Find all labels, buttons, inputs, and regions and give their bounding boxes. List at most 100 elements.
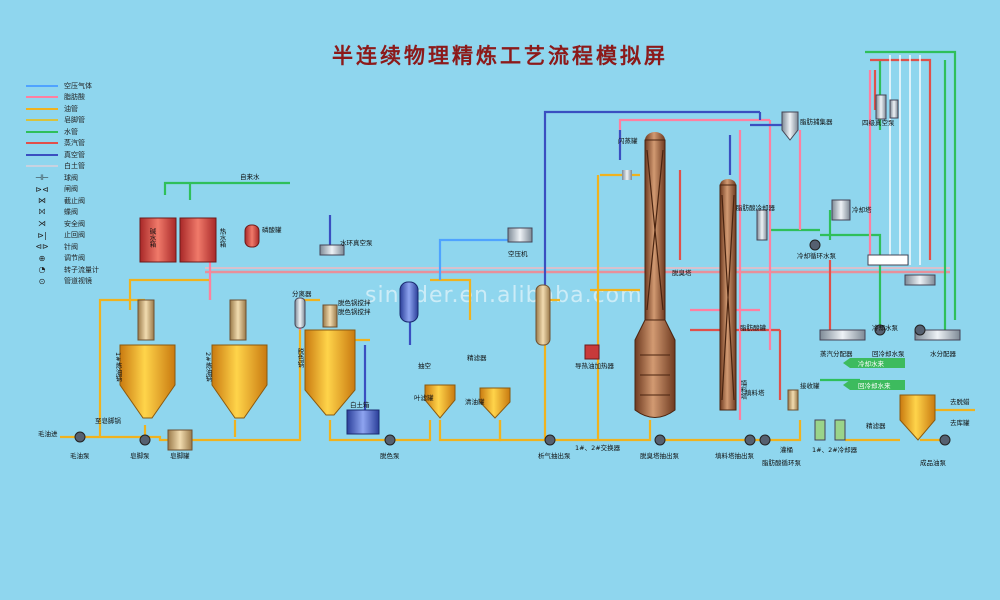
legend-item: 皂脚管 xyxy=(26,115,136,127)
label-decolor-stir: 脱色锅搅拌 xyxy=(338,298,371,307)
label-go-dewax: 去脱蜡 xyxy=(950,397,970,406)
legend-label: 转子流量计 xyxy=(64,265,99,274)
deodor-tower xyxy=(634,132,676,418)
valve-symbol-icon: ◔ xyxy=(38,265,46,275)
legend-label: 闸阀 xyxy=(64,185,78,194)
label-fatty-acid-pump: 脂肪酸循环泵 xyxy=(762,458,802,467)
label-fatty-acid-catcher: 脂肪捕集器 xyxy=(800,117,833,126)
label-leaf-filter: 叶滤罐 xyxy=(414,393,434,402)
label-decolor-pot: 脱色锅 xyxy=(296,347,304,369)
label-cooling-pump: 冷却循环水泵 xyxy=(797,251,837,260)
label-water-ring-pump: 水环真空泵 xyxy=(340,238,373,247)
decolor-pot xyxy=(304,304,356,416)
valve-symbol-icon: ⊙ xyxy=(38,276,46,286)
legend-item: ⋈ 截止阀 xyxy=(26,195,136,207)
legend-item: ⊳| 止回阀 xyxy=(26,230,136,242)
valve-symbol-icon: ⋈ xyxy=(38,196,46,206)
label-product-pump: 成品油泵 xyxy=(920,458,947,467)
air-compressor xyxy=(507,227,533,243)
page-title: 半连续物理精炼工艺流程模拟屏 xyxy=(332,44,668,68)
label-clean-oil-tank: 清油罐 xyxy=(465,397,485,406)
legend: 空压气体脂肪酸油管皂脚管水管蒸汽管真空管白土管⊣⊢球阀⊳⊲闸阀⋈截止阀⨝蝶阀⋊安… xyxy=(26,80,136,287)
legend-line-swatch xyxy=(26,142,58,145)
equipment-labels: 毛油进 毛油泵 至皂脚锅 皂脚泵 皂脚罐 自来水 磷酸罐 水环真空泵 分离器 脱… xyxy=(38,117,970,467)
legend-item: 真空管 xyxy=(26,149,136,161)
legend-label: 白土管 xyxy=(64,162,85,171)
label-neutralizer2: 2#炼油锅 xyxy=(204,352,212,382)
label-packed-tower-v: 填料塔 xyxy=(739,379,747,401)
legend-label: 脂肪酸 xyxy=(64,93,85,102)
legend-line-swatch xyxy=(26,153,58,156)
label-precip-pump: 析气抽出泵 xyxy=(538,451,571,460)
label-vacuum: 抽空 xyxy=(418,361,432,370)
label-neutralizer1: 1#炼油锅 xyxy=(114,352,122,382)
label-soapstock-pot: 至皂脚锅 xyxy=(95,416,122,425)
legend-item: ⊙ 管道视镜 xyxy=(26,276,136,288)
flash-tank xyxy=(622,170,632,180)
pumps xyxy=(74,239,951,446)
legend-line-swatch xyxy=(26,130,58,133)
label-cooling-tower: 冷却塔 xyxy=(852,205,872,214)
legend-item: ⊕ 调节阀 xyxy=(26,253,136,265)
legend-label: 水管 xyxy=(64,127,78,136)
valve-symbol-icon: ⋊ xyxy=(38,219,46,229)
label-air-compressor: 空压机 xyxy=(508,249,528,258)
label-deodor-pump: 脱臭塔抽出泵 xyxy=(640,451,680,460)
legend-label: 截止阀 xyxy=(64,196,85,205)
legend-item: 脂肪酸 xyxy=(26,92,136,104)
valve-symbol-icon: ⊕ xyxy=(38,253,46,263)
legend-label: 蒸汽管 xyxy=(64,139,85,148)
label-cooler: 1#、2#冷却器 xyxy=(812,445,858,454)
label-fatty-acid-tank: 脂肪酸罐 xyxy=(740,323,767,332)
legend-label: 调节阀 xyxy=(64,254,85,263)
legend-label: 空压气体 xyxy=(64,81,92,90)
alkali-tank xyxy=(139,217,177,263)
water-distributor xyxy=(914,329,961,341)
label-fine-filter2: 精滤器 xyxy=(866,421,886,430)
neutralizer-2 xyxy=(211,299,268,419)
valve-symbol-icon: ⊣⊢ xyxy=(35,173,49,183)
legend-item: ⋊ 安全阀 xyxy=(26,218,136,230)
legend-item: 蒸汽管 xyxy=(26,138,136,150)
label-packed-tower: 填料塔 xyxy=(745,388,765,397)
legend-label: 蝶阀 xyxy=(64,208,78,217)
separator xyxy=(294,297,306,329)
valve-symbol-icon: ⨝ xyxy=(38,207,46,217)
legend-label: 皂脚管 xyxy=(64,116,85,125)
label-fine-filter: 精滤器 xyxy=(467,353,487,362)
label-decolor-stir2: 脱色锅搅拌 xyxy=(338,307,371,316)
label-fatty-acid-cooler: 脂肪酸冷却器 xyxy=(736,203,776,212)
legend-label: 止回阀 xyxy=(64,231,85,240)
legend-line-swatch xyxy=(26,84,58,87)
heater xyxy=(584,344,600,360)
legend-line-swatch xyxy=(26,165,58,168)
cooling-tower xyxy=(831,199,851,221)
label-clay-tank: 白土箱 xyxy=(350,400,370,409)
label-crude-oil-in: 毛油进 xyxy=(38,429,58,438)
label-heater: 导热油加热器 xyxy=(575,361,615,370)
legend-label: 管道视镜 xyxy=(64,277,92,286)
label-hot-water-tank: 热水箱 xyxy=(218,227,226,249)
label-flash-tank: 闪蒸罐 xyxy=(618,136,638,145)
legend-item: ⊲⊳针阀 xyxy=(26,241,136,253)
legend-item: 白土管 xyxy=(26,161,136,173)
legend-line-swatch xyxy=(26,96,58,99)
legend-item: ⊣⊢ 球阀 xyxy=(26,172,136,184)
legend-label: 球阀 xyxy=(64,173,78,182)
leaf-filter xyxy=(424,384,456,419)
valve-symbol-icon: ⊳| xyxy=(37,230,47,240)
steam-distributor xyxy=(819,329,866,341)
label-return-water: 回冷却水泵 xyxy=(872,349,905,358)
label-receiver: 接收罐 xyxy=(800,381,820,390)
packed-tower xyxy=(719,179,737,411)
clay-tank xyxy=(346,409,380,435)
valve-symbol-icon: ⊳⊲ xyxy=(35,184,49,194)
legend-label: 安全阀 xyxy=(64,219,85,228)
legend-label: 针阀 xyxy=(64,242,78,251)
clean-oil-tank xyxy=(479,387,511,419)
legend-item: ◔ 转子流量计 xyxy=(26,264,136,276)
fatty-acid-catcher xyxy=(781,111,799,141)
product-tank xyxy=(899,394,936,441)
legend-line-swatch xyxy=(26,107,58,110)
label-steam-dist: 蒸汽分配器 xyxy=(820,349,853,358)
